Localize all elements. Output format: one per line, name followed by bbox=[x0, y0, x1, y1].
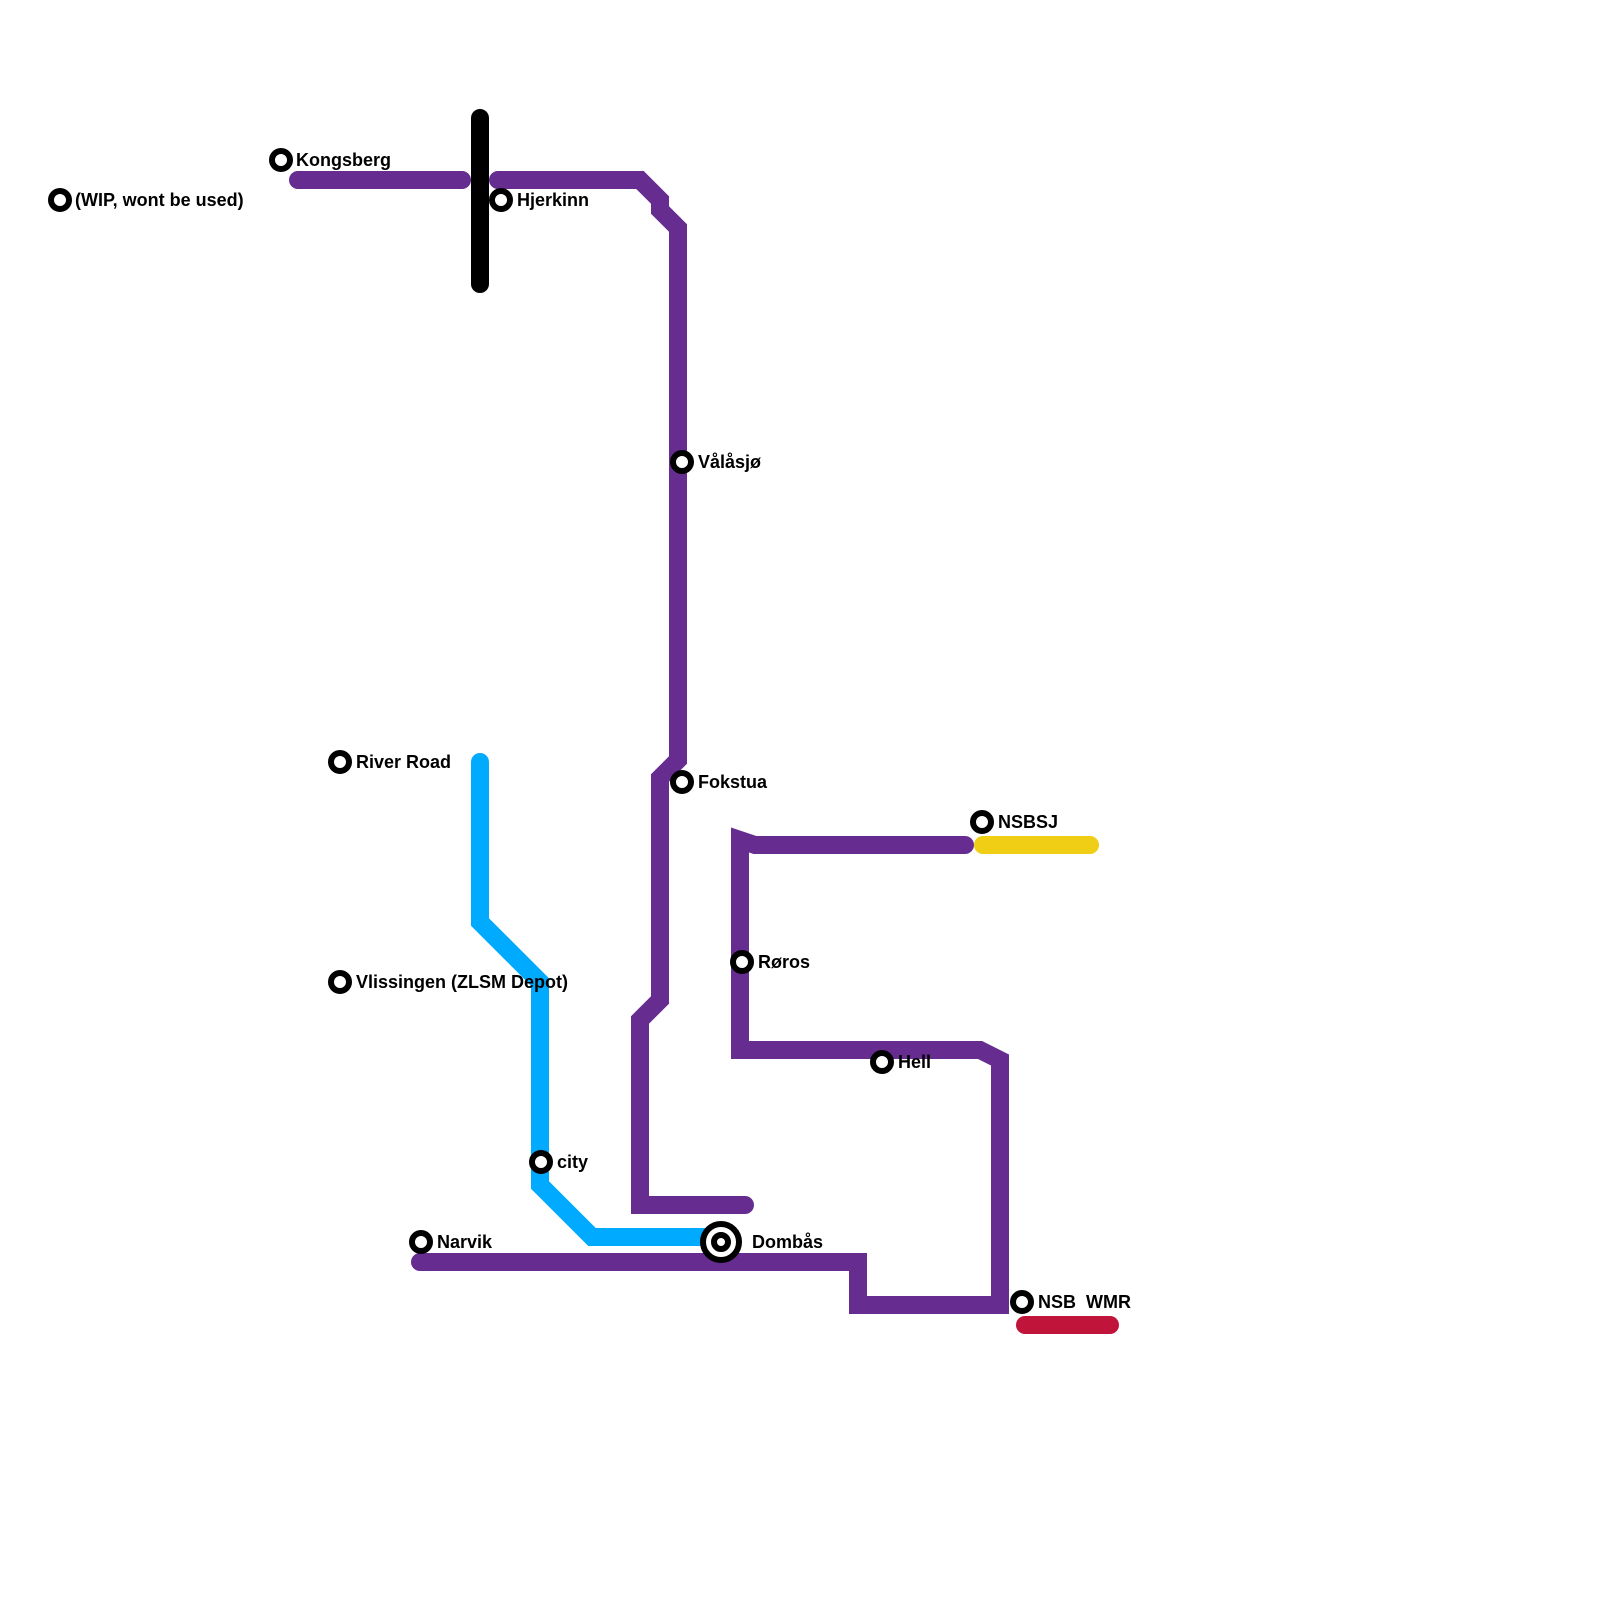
purple-line-south-segment[interactable] bbox=[411, 827, 1009, 1314]
station-label: Narvik bbox=[437, 1232, 493, 1252]
station-label: Vlissingen (ZLSM Depot) bbox=[356, 972, 568, 992]
stations: (WIP, wont be used) Kongsberg Hjerkinn V… bbox=[48, 148, 1131, 1314]
station-marker bbox=[328, 750, 352, 774]
station-hell[interactable]: Hell bbox=[870, 1050, 931, 1074]
station-label: (WIP, wont be used) bbox=[75, 190, 244, 210]
station-marker bbox=[730, 950, 754, 974]
station-label: River Road bbox=[356, 752, 451, 772]
station-label: Hell bbox=[898, 1052, 931, 1072]
station-marker bbox=[48, 188, 72, 212]
blue-line[interactable] bbox=[471, 753, 731, 1246]
station-marker bbox=[670, 770, 694, 794]
purple-line bbox=[289, 171, 1009, 1314]
station-wip[interactable]: (WIP, wont be used) bbox=[48, 188, 244, 212]
station-label: NSB WMR bbox=[1038, 1292, 1131, 1312]
station-narvik[interactable]: Narvik bbox=[409, 1230, 493, 1254]
station-label: Vålåsjø bbox=[698, 452, 761, 472]
station-marker bbox=[269, 148, 293, 172]
station-nsb-wmr[interactable]: NSB WMR bbox=[1010, 1290, 1131, 1314]
station-kongsberg[interactable]: Kongsberg bbox=[269, 148, 391, 172]
station-label: city bbox=[557, 1152, 588, 1172]
station-city[interactable]: city bbox=[529, 1150, 588, 1174]
station-label: Dombås bbox=[752, 1232, 823, 1252]
station-label: Kongsberg bbox=[296, 150, 391, 170]
purple-line-north-segment[interactable] bbox=[489, 171, 754, 1214]
station-valasjo[interactable]: Vålåsjø bbox=[670, 450, 761, 474]
station-marker bbox=[870, 1050, 894, 1074]
station-marker bbox=[489, 188, 513, 212]
station-marker bbox=[670, 450, 694, 474]
station-dombas[interactable]: Dombås bbox=[700, 1221, 823, 1263]
interchange-inner-marker bbox=[711, 1232, 731, 1252]
station-vlissingen[interactable]: Vlissingen (ZLSM Depot) bbox=[328, 970, 568, 994]
station-marker bbox=[529, 1150, 553, 1174]
station-marker bbox=[409, 1230, 433, 1254]
station-marker bbox=[970, 810, 994, 834]
station-nsbsj[interactable]: NSBSJ bbox=[970, 810, 1058, 834]
station-label: Fokstua bbox=[698, 772, 768, 792]
station-label: NSBSJ bbox=[998, 812, 1058, 832]
station-label: Hjerkinn bbox=[517, 190, 589, 210]
station-marker bbox=[1010, 1290, 1034, 1314]
station-river-road[interactable]: River Road bbox=[328, 750, 451, 774]
station-marker bbox=[328, 970, 352, 994]
station-roros[interactable]: Røros bbox=[730, 950, 810, 974]
station-fokstua[interactable]: Fokstua bbox=[670, 770, 768, 794]
station-label: Røros bbox=[758, 952, 810, 972]
station-hjerkinn[interactable]: Hjerkinn bbox=[489, 188, 589, 212]
